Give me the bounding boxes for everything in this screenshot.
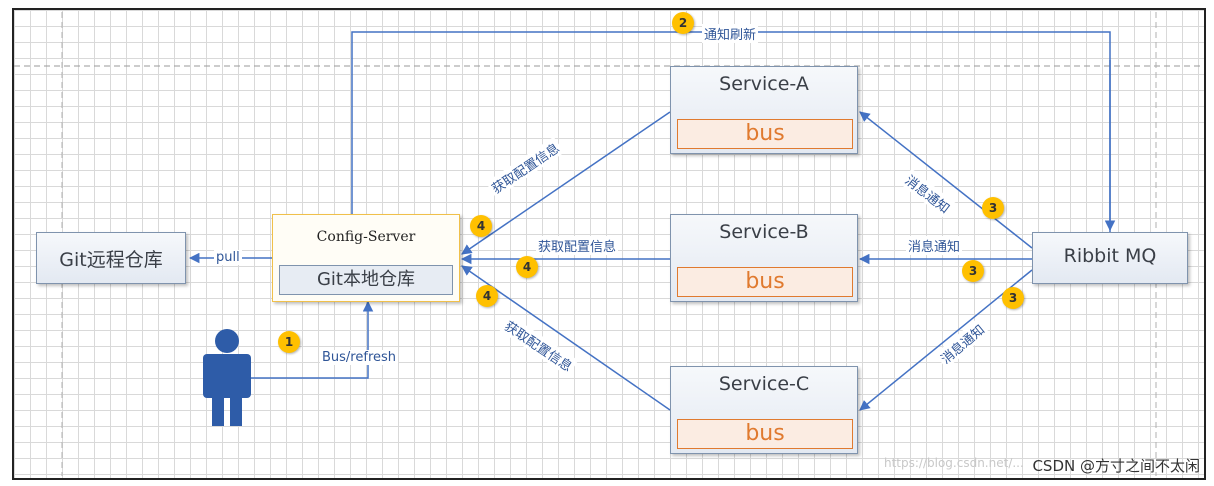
step-badge-2: 2: [672, 12, 694, 34]
watermark-credit: CSDN @方寸之间不太闲: [1032, 457, 1200, 475]
service-b-bus: bus: [677, 267, 853, 297]
edge-label-pull: pull: [214, 250, 242, 265]
watermark-faint: https://blog.csdn.net/...: [884, 456, 1024, 470]
edge-rabbit-service-a: [859, 111, 1033, 249]
service-a-label: Service-A: [719, 73, 809, 95]
git-local-label: Git本地仓库: [279, 265, 453, 295]
config-server-label: Config-Server: [316, 229, 416, 245]
edge-bus-refresh: [250, 300, 374, 379]
edge-service-a-config: [461, 111, 671, 255]
step-badge-4a: 4: [470, 215, 492, 237]
service-c-node: Service-C bus: [670, 366, 858, 454]
git-remote-label: Git远程仓库: [59, 249, 163, 271]
service-a-node: Service-A bus: [670, 66, 858, 154]
rabbit-mq-node: Ribbit MQ: [1032, 232, 1188, 284]
step-badge-3c: 3: [1002, 287, 1024, 309]
step-badge-3a: 3: [982, 197, 1004, 219]
step-badge-4c: 4: [476, 285, 498, 307]
edge-label-notify-refresh: 通知刷新: [702, 24, 759, 43]
person-icon: [203, 329, 251, 426]
service-a-bus: bus: [677, 119, 853, 149]
step-badge-4b: 4: [516, 256, 538, 278]
service-c-bus: bus: [677, 419, 853, 449]
service-b-label: Service-B: [719, 221, 809, 243]
step-badge-3b: 3: [962, 260, 984, 282]
config-server-node: Config-Server Git本地仓库: [272, 214, 460, 302]
edge-label-get-config-b: 获取配置信息: [536, 236, 619, 255]
service-c-label: Service-C: [718, 373, 810, 395]
step-badge-1: 1: [278, 331, 300, 353]
git-remote-node: Git远程仓库: [36, 232, 186, 284]
edge-label-message-notify-b: 消息通知: [906, 236, 963, 255]
service-b-node: Service-B bus: [670, 214, 858, 302]
edge-label-bus-refresh: Bus/refresh: [320, 350, 399, 365]
rabbit-mq-label: Ribbit MQ: [1063, 245, 1157, 267]
